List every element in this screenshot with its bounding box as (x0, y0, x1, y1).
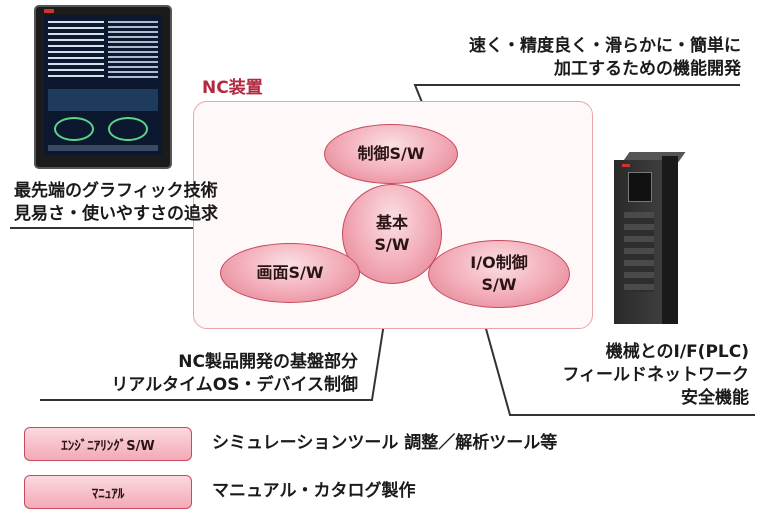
callout-bottom-right: 機械とのI/F(PLC) フィールドネットワーク 安全機能 (562, 341, 749, 410)
screen-sw-ellipse: 画面S/W (220, 243, 360, 303)
basic-sw-label-line1: 基本 (375, 213, 408, 232)
io-control-sw-label-line2: S/W (481, 275, 517, 294)
callout-bottom-left-line2: リアルタイムOS・デバイス制御 (111, 375, 358, 395)
callout-top-right-line1: 速く・精度良く・滑らかに・簡単に (469, 36, 741, 56)
drive-unit-image (614, 152, 686, 324)
engineering-sw-pill-label: ｴﾝｼﾞﾆｱﾘﾝｸﾞS/W (61, 438, 155, 454)
callout-bottom-right-line3: 安全機能 (681, 388, 749, 408)
nc-device-title: NC装置 (202, 78, 263, 98)
manual-pill: ﾏﾆｭｱﾙ (24, 475, 192, 509)
callout-left-line1: 最先端のグラフィック技術 (14, 181, 218, 201)
io-control-sw-label-line1: I/O制御 (470, 253, 528, 272)
engineering-sw-description: シミュレーションツール 調整／解析ツール等 (212, 433, 558, 453)
io-control-sw-ellipse: I/O制御 S/W (428, 240, 570, 308)
callout-top-right: 速く・精度良く・滑らかに・簡単に 加工するための機能開発 (469, 35, 741, 81)
manual-description: マニュアル・カタログ製作 (212, 481, 416, 501)
manual-pill-label: ﾏﾆｭｱﾙ (91, 486, 125, 502)
callout-bottom-left: NC製品開発の基盤部分 リアルタイムOS・デバイス制御 (66, 351, 358, 397)
screen-sw-label: 画面S/W (256, 263, 324, 282)
basic-sw-label-line2: S/W (374, 235, 410, 254)
control-sw-ellipse: 制御S/W (324, 124, 458, 184)
cnc-monitor-image (34, 5, 172, 169)
callout-left-line2: 見易さ・使いやすさの追求 (14, 204, 218, 224)
callout-top-right-line2: 加工するための機能開発 (554, 59, 741, 79)
callout-bottom-right-line2: フィールドネットワーク (562, 365, 749, 385)
control-sw-label: 制御S/W (357, 144, 425, 163)
callout-bottom-left-line1: NC製品開発の基盤部分 (178, 352, 358, 372)
callout-bottom-right-line1: 機械とのI/F(PLC) (605, 342, 749, 362)
callout-left: 最先端のグラフィック技術 見易さ・使いやすさの追求 (14, 180, 218, 226)
engineering-sw-pill: ｴﾝｼﾞﾆｱﾘﾝｸﾞS/W (24, 427, 192, 461)
